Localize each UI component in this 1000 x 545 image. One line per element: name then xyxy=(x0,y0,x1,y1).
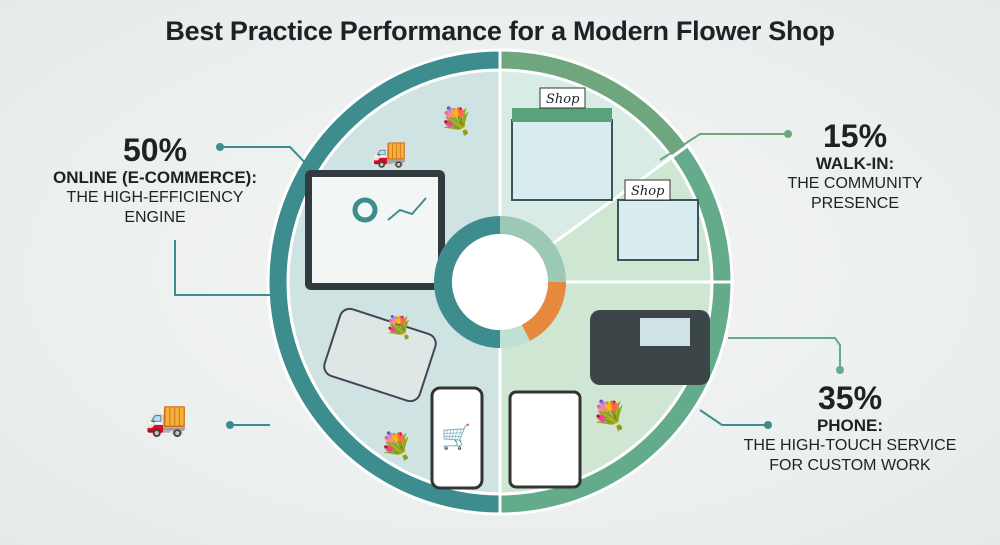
label-phone: 35% PHONE: THE HIGH-TOUCH SERVICE FOR CU… xyxy=(740,380,960,476)
tablet-icon xyxy=(508,390,582,489)
phone-subtitle: THE HIGH-TOUCH SERVICE FOR CUSTOM WORK xyxy=(743,437,957,474)
inner-ring-segment xyxy=(521,282,566,341)
connector-line xyxy=(220,146,313,171)
bouquet-icon: 💐 xyxy=(380,430,412,462)
connector-line xyxy=(659,133,788,161)
label-online: 50% ONLINE (E-COMMERCE): THE HIGH-EFFICI… xyxy=(40,132,270,228)
shop-sign-2: Shop xyxy=(631,184,665,199)
phone-title: PHONE: xyxy=(816,416,884,435)
keyboard-icon xyxy=(323,307,437,403)
donut-hole xyxy=(452,234,548,330)
shop-sign-1: Shop xyxy=(546,92,580,107)
inner-ring-segment xyxy=(500,216,566,282)
connector-dot xyxy=(784,130,792,138)
online-title: ONLINE (E-COMMERCE): xyxy=(53,168,257,187)
connector-line xyxy=(174,240,275,296)
connector-line xyxy=(699,409,768,426)
bouquet-icon: 💐 xyxy=(440,105,472,137)
smartphone-cart-icon: 🛒 xyxy=(430,386,484,490)
svg-text:🛒: 🛒 xyxy=(441,423,471,451)
connector-dot xyxy=(216,143,224,151)
connector-dot xyxy=(836,366,844,374)
bouquet-icon: 💐 xyxy=(385,314,412,341)
delivery-truck-icon: 🚚 xyxy=(372,137,407,169)
online-percent: 50% xyxy=(122,132,188,168)
connector-line xyxy=(728,337,841,370)
online-subtitle: THE HIGH-EFFICIENCY ENGINE xyxy=(66,189,244,226)
connector-dot xyxy=(764,421,772,429)
walkin-title: WALK-IN: xyxy=(815,154,895,173)
dashboard-monitor-icon xyxy=(305,170,445,290)
label-walk-in: 15% WALK-IN: THE COMMUNITY PRESENCE xyxy=(760,118,950,214)
walkin-percent: 15% xyxy=(822,118,888,154)
shop-illustration: Shop Shop xyxy=(511,87,699,261)
phone-percent: 35% xyxy=(817,380,883,416)
connector-dot xyxy=(226,421,234,429)
bouquet-icon: 💐 xyxy=(592,398,627,432)
desk-phone-icon xyxy=(590,310,710,385)
delivery-truck-icon: 🚚 xyxy=(145,400,187,438)
inner-ring-segment xyxy=(434,216,500,348)
chart-title: Best Practice Performance for a Modern F… xyxy=(165,16,835,46)
walkin-subtitle: THE COMMUNITY PRESENCE xyxy=(787,175,923,212)
